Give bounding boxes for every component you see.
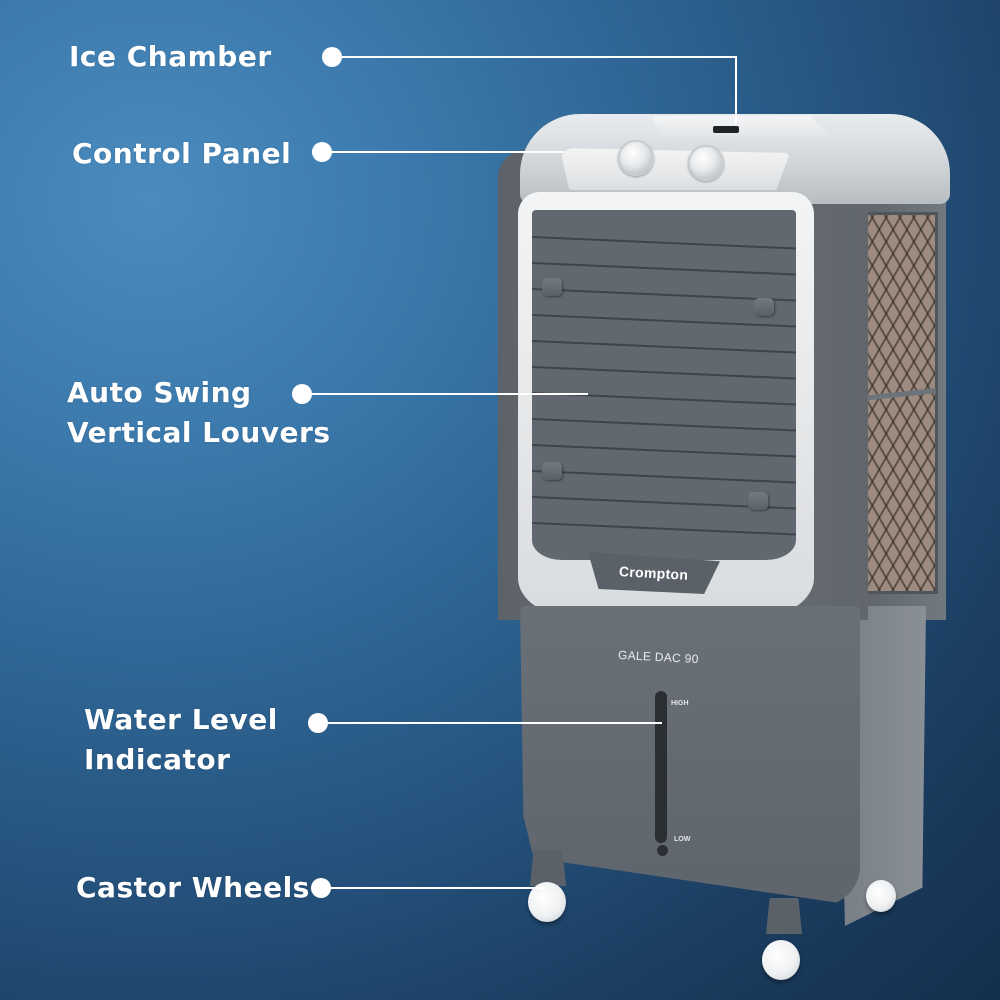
callout-label-line2: Indicator xyxy=(84,743,231,776)
water-level-high-label: HIGH xyxy=(671,700,689,707)
water-tank-front xyxy=(520,606,860,906)
louver-slat xyxy=(532,444,796,458)
castor-wheel-icon xyxy=(762,940,800,980)
water-level-float-icon xyxy=(657,845,668,856)
callout-label: Ice Chamber xyxy=(69,40,272,73)
louver-clip xyxy=(754,298,774,316)
callout-label-line1: Auto Swing xyxy=(67,376,252,409)
louver-slat xyxy=(532,366,796,380)
louver-slat xyxy=(532,418,796,432)
cooling-pad-honeycomb xyxy=(862,212,938,594)
speed-knob xyxy=(618,140,654,176)
louver-clip xyxy=(748,492,768,510)
ice-chamber-lid xyxy=(652,116,832,138)
louver-slat xyxy=(532,522,796,536)
louver-panel xyxy=(532,210,796,560)
callout-line xyxy=(318,722,662,724)
callout-label: Control Panel xyxy=(72,137,292,170)
mode-knob xyxy=(688,145,724,181)
callout-label: Castor Wheels xyxy=(76,871,310,904)
louver-clip xyxy=(542,462,562,480)
louver-clip xyxy=(542,278,562,296)
water-level-low-label: LOW xyxy=(674,836,691,843)
ice-chamber-handle xyxy=(713,126,739,133)
control-panel-plate xyxy=(560,148,790,190)
callout-label-line2: Vertical Louvers xyxy=(67,416,331,449)
brand-logo-text: Crompton xyxy=(618,563,690,583)
water-level-window xyxy=(655,691,667,843)
callout-label-line1: Water Level xyxy=(84,703,278,736)
callout-line xyxy=(322,151,564,153)
louver-slat xyxy=(532,470,796,484)
callout-line xyxy=(735,56,737,124)
louver-slat xyxy=(532,262,796,276)
louver-slat xyxy=(532,236,796,250)
castor-wheel-icon xyxy=(866,880,896,912)
louver-slat xyxy=(532,314,796,328)
callout-line xyxy=(302,393,588,395)
wheel-leg xyxy=(530,850,566,886)
louver-slat xyxy=(532,340,796,354)
callout-line xyxy=(321,887,545,889)
wheel-leg xyxy=(766,898,802,934)
callout-line xyxy=(332,56,736,58)
